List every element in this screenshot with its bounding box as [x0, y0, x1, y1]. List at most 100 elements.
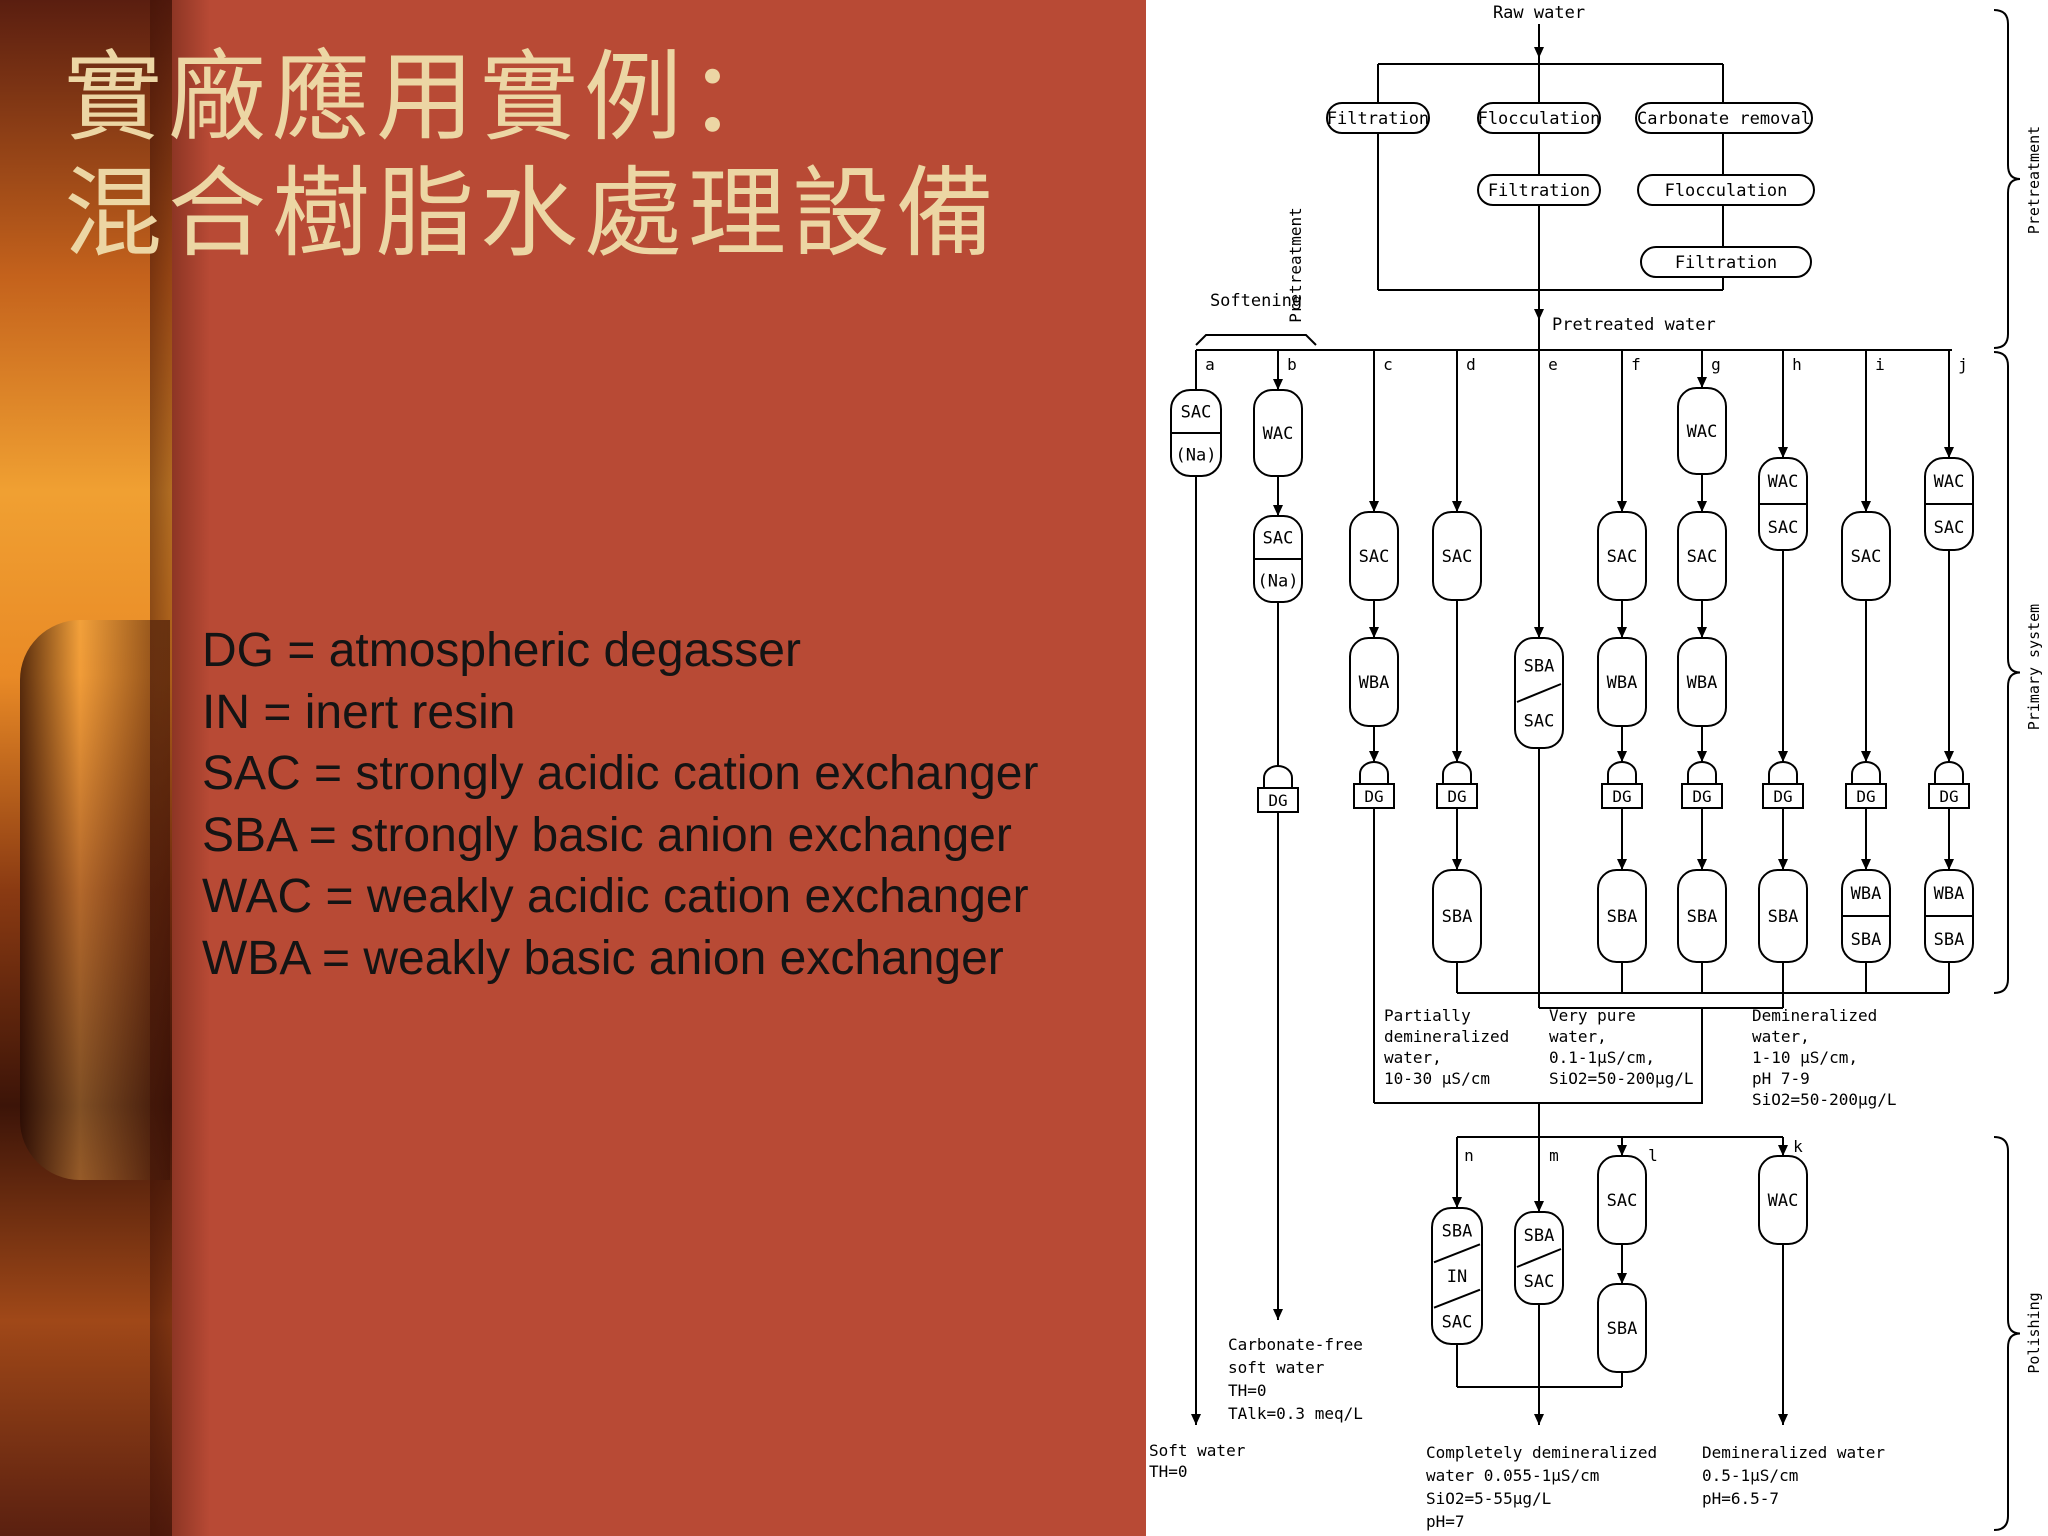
column-h-dg — [1762, 783, 1804, 809]
column-b-arrow-1 — [1273, 379, 1283, 390]
softening-label: Softening — [1210, 291, 1302, 311]
column-k-wac-label: WAC — [1768, 1191, 1799, 1211]
filtration-pill-2 — [1477, 174, 1601, 206]
carbonate-removal-pill-label: Carbonate removal — [1637, 109, 1811, 129]
completely-demineralized-label: pH=7 — [1426, 1512, 1465, 1531]
column-i-dg-dome — [1851, 761, 1881, 784]
polished-water-label: pH=6.5-7 — [1702, 1489, 1779, 1508]
glass-beaker-image — [20, 620, 170, 1180]
column-j-arrow — [1944, 751, 1954, 762]
column-c-arrow — [1369, 627, 1379, 638]
column-label-b: b — [1287, 355, 1297, 374]
slide-title: 實廠應用實例： 混合樹脂水處理設備 — [64, 40, 1000, 272]
column-j-wba_sba-label: WBA — [1934, 884, 1965, 904]
column-h-arrow — [1778, 447, 1788, 458]
softening-bracket — [1195, 334, 1317, 346]
partially-demineralized-label: demineralized — [1384, 1027, 1509, 1046]
column-l-sac-label: SAC — [1607, 1191, 1638, 1211]
column-g-dg-label: DG — [1692, 787, 1711, 806]
column-g-arrow — [1697, 627, 1707, 638]
column-label-h: h — [1792, 355, 1802, 374]
very-pure-water-label: Very pure — [1549, 1006, 1636, 1025]
column-i-sac-label: SAC — [1851, 547, 1882, 567]
carbonate-free-water-label: TH=0 — [1228, 1381, 1267, 1400]
column-g-wac-label: WAC — [1687, 422, 1718, 442]
demineralized-water-label: SiO2=50-200µg/L — [1752, 1090, 1897, 1109]
filtration-pill-3 — [1640, 246, 1812, 278]
decorative-photo-stripe — [0, 0, 172, 1536]
column-b-arrow-2 — [1273, 505, 1283, 516]
soft-water-label: Soft water — [1149, 1441, 1246, 1460]
column-d-arrow — [1452, 501, 1462, 512]
column-h-wac_sac-label: SAC — [1768, 518, 1799, 538]
flocculation-pill-1-label: Flocculation — [1478, 109, 1601, 129]
carbonate-free-water-label: soft water — [1228, 1358, 1325, 1377]
column-label-l: l — [1648, 1146, 1658, 1165]
column-label-d: d — [1466, 355, 1476, 374]
column-label-n: n — [1464, 1146, 1474, 1165]
demineralized-water-label: water, — [1752, 1027, 1810, 1046]
legend-item-sac: SAC = strongly acidic cation exchanger — [202, 747, 1039, 800]
column-b-sac-na-label: SAC — [1263, 529, 1294, 549]
pretreated-water-label: Pretreated water — [1552, 315, 1716, 335]
completely-demineralized-label: Completely demineralized — [1426, 1443, 1657, 1462]
column-l-arrow-1 — [1617, 1145, 1627, 1156]
raw-water-label: Raw water — [1493, 3, 1585, 23]
legend-item-in: IN = inert resin — [202, 685, 516, 739]
column-d-arrow — [1452, 751, 1462, 762]
column-j-arrow — [1944, 859, 1954, 870]
column-n-sba-in-sac-label: IN — [1447, 1267, 1467, 1287]
legend-item-wac: WAC = weakly acidic cation exchanger — [202, 870, 1029, 923]
column-e-sba_sac-divider — [1516, 683, 1562, 703]
column-label-e: e — [1548, 355, 1558, 374]
column-a-sac-na-label: SAC — [1181, 403, 1212, 423]
column-j-wba_sba-label: SBA — [1934, 930, 1965, 950]
legend-item-dg: DG = atmospheric degasser — [202, 624, 801, 677]
slide-title-line-1: 實廠應用實例： — [64, 41, 793, 155]
column-b-sac-na-label: (Na) — [1258, 572, 1299, 592]
column-label-i: i — [1875, 355, 1885, 374]
pretreatment-brace — [1993, 9, 2021, 349]
column-d-dg — [1436, 783, 1478, 809]
column-i-wba_sba-label: WBA — [1851, 884, 1882, 904]
column-g-dg — [1681, 783, 1723, 809]
primary-right-label: Primary system — [2025, 604, 2043, 730]
flocculation-pill-1 — [1477, 102, 1601, 134]
column-b-dg-dome — [1263, 765, 1293, 788]
column-h-sba-label: SBA — [1768, 907, 1799, 927]
column-m-sba-sac-label: SAC — [1524, 1272, 1555, 1292]
partial-output-frame — [1374, 1008, 1703, 1104]
column-c-wba-label: WBA — [1359, 673, 1390, 693]
column-a-sac-na-label: (Na) — [1176, 446, 1217, 466]
column-f-dg-label: DG — [1612, 787, 1631, 806]
column-f-arrow — [1617, 501, 1627, 512]
column-n-arrow — [1452, 1197, 1462, 1208]
column-f-arrow — [1617, 859, 1627, 870]
column-m-sba-sac-divider — [1516, 1248, 1562, 1268]
polished-demineralized-arrow — [1778, 1414, 1788, 1425]
column-j-dg-dome — [1934, 761, 1964, 784]
demineralized-water-label: 1-10 µS/cm, — [1752, 1048, 1858, 1067]
column-c-sac-label: SAC — [1359, 547, 1390, 567]
column-a-arrow — [1191, 1414, 1201, 1425]
primary-brace — [1993, 351, 2021, 994]
column-l-sba-label: SBA — [1607, 1319, 1638, 1339]
soft-water-label: TH=0 — [1149, 1462, 1188, 1481]
column-g-arrow — [1697, 751, 1707, 762]
column-m-sba-sac-label: SBA — [1524, 1226, 1555, 1246]
slide-title-line-2: 混合樹脂水處理設備 — [64, 157, 1001, 271]
column-h-wac_sac-label: WAC — [1768, 472, 1799, 492]
column-e-sba_sac-label: SAC — [1524, 712, 1555, 732]
filtration-pill-3-label: Filtration — [1675, 253, 1777, 273]
column-i-dg-label: DG — [1856, 787, 1875, 806]
column-g-wba-label: WBA — [1687, 673, 1718, 693]
partially-demineralized-label: water, — [1384, 1048, 1442, 1067]
column-d-dg-dome — [1442, 761, 1472, 784]
flocculation-pill-2 — [1637, 174, 1815, 206]
filtration-pill-1-label: Filtration — [1327, 109, 1429, 129]
column-h-arrow — [1778, 751, 1788, 762]
column-e-sba_sac-label: SBA — [1524, 657, 1555, 677]
column-label-g: g — [1711, 355, 1721, 374]
column-i-arrow — [1861, 501, 1871, 512]
